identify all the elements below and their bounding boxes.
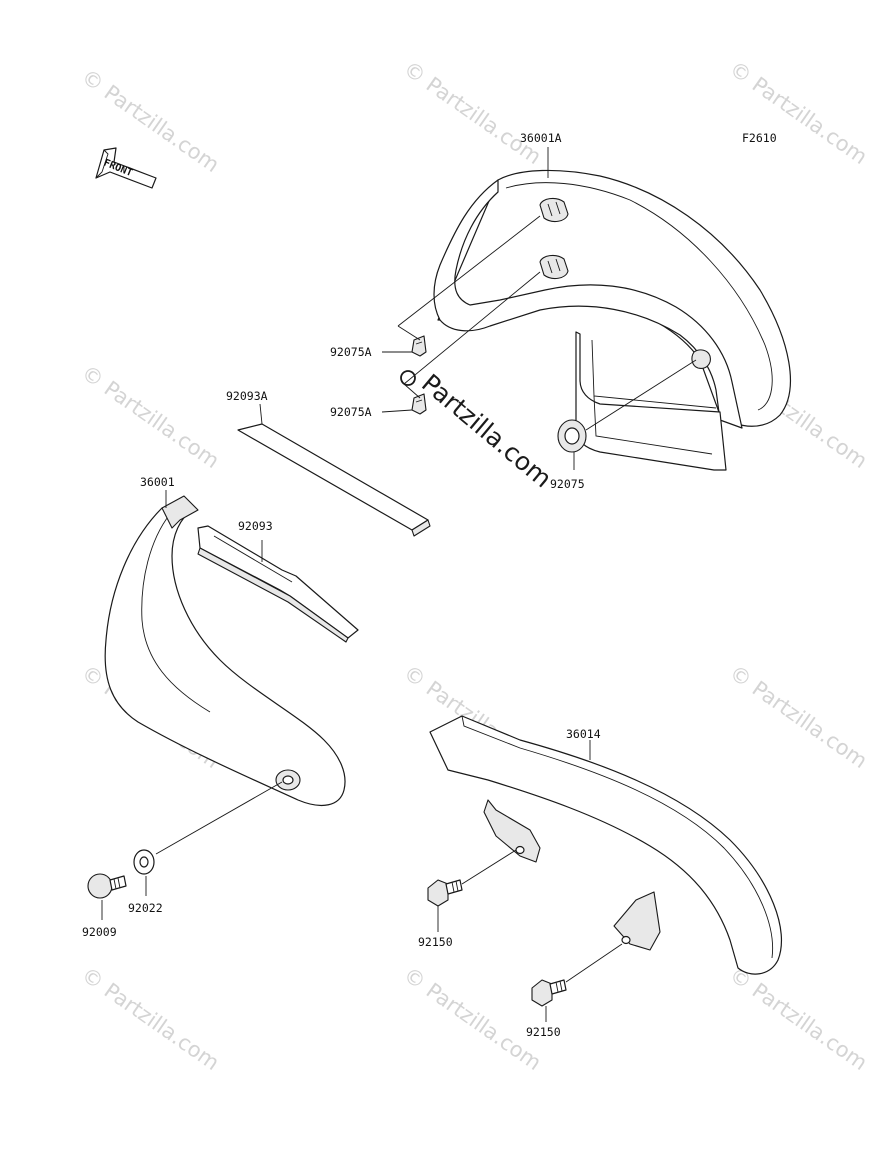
figure-code: F2610 (742, 131, 777, 145)
label-92022: 92022 (128, 901, 163, 915)
part-36014-chain-guard (429, 715, 782, 975)
watermark: © Partzilla.com (399, 962, 546, 1075)
part-92093-strip (197, 525, 359, 643)
part-92075-grommet (557, 419, 587, 453)
watermark: © Partzilla.com (725, 962, 872, 1075)
part-92075A-clip-bottom (411, 393, 427, 415)
watermark: © Partzilla.com (399, 56, 546, 169)
label-36001A: 36001A (520, 131, 562, 145)
label-92093A: 92093A (226, 389, 268, 403)
part-92009-screw (87, 873, 127, 920)
label-92075A-top: 92075A (330, 345, 372, 359)
watermark: © Partzilla.com (725, 56, 872, 169)
part-92150-bolt-top (427, 849, 517, 932)
label-92075A-bottom: 92075A (330, 405, 372, 419)
label-92150-top: 92150 (418, 935, 453, 949)
watermark: © Partzilla.com (725, 660, 872, 773)
front-arrow-icon: FRONT (95, 147, 157, 189)
watermark: © Partzilla.com (77, 64, 224, 177)
part-92022-washer (133, 781, 283, 896)
leader-lines-top (381, 147, 697, 470)
part-92150-bolt-bottom (531, 943, 623, 1022)
label-36001: 36001 (140, 475, 175, 489)
part-92093A-strip (237, 403, 431, 537)
watermark: © Partzilla.com (77, 962, 224, 1075)
copyright-icon (400, 370, 416, 386)
front-arrow-label: FRONT (102, 158, 134, 179)
center-watermark-text: Partzilla.com (416, 368, 557, 493)
label-92009: 92009 (82, 925, 117, 939)
watermark: © Partzilla.com (77, 360, 224, 473)
label-92093: 92093 (238, 519, 273, 533)
part-92075A-clip-top (411, 335, 427, 357)
part-36001-side-cover (104, 490, 346, 807)
part-labels: 36001A 92075A 92075A 92093A 92093 36001 … (82, 131, 601, 1039)
center-watermark: Partzilla.com (400, 368, 557, 493)
label-92150-bottom: 92150 (526, 1025, 561, 1039)
label-92075: 92075 (550, 477, 585, 491)
part-36001A-side-cover (433, 169, 791, 471)
label-36014: 36014 (566, 727, 601, 741)
